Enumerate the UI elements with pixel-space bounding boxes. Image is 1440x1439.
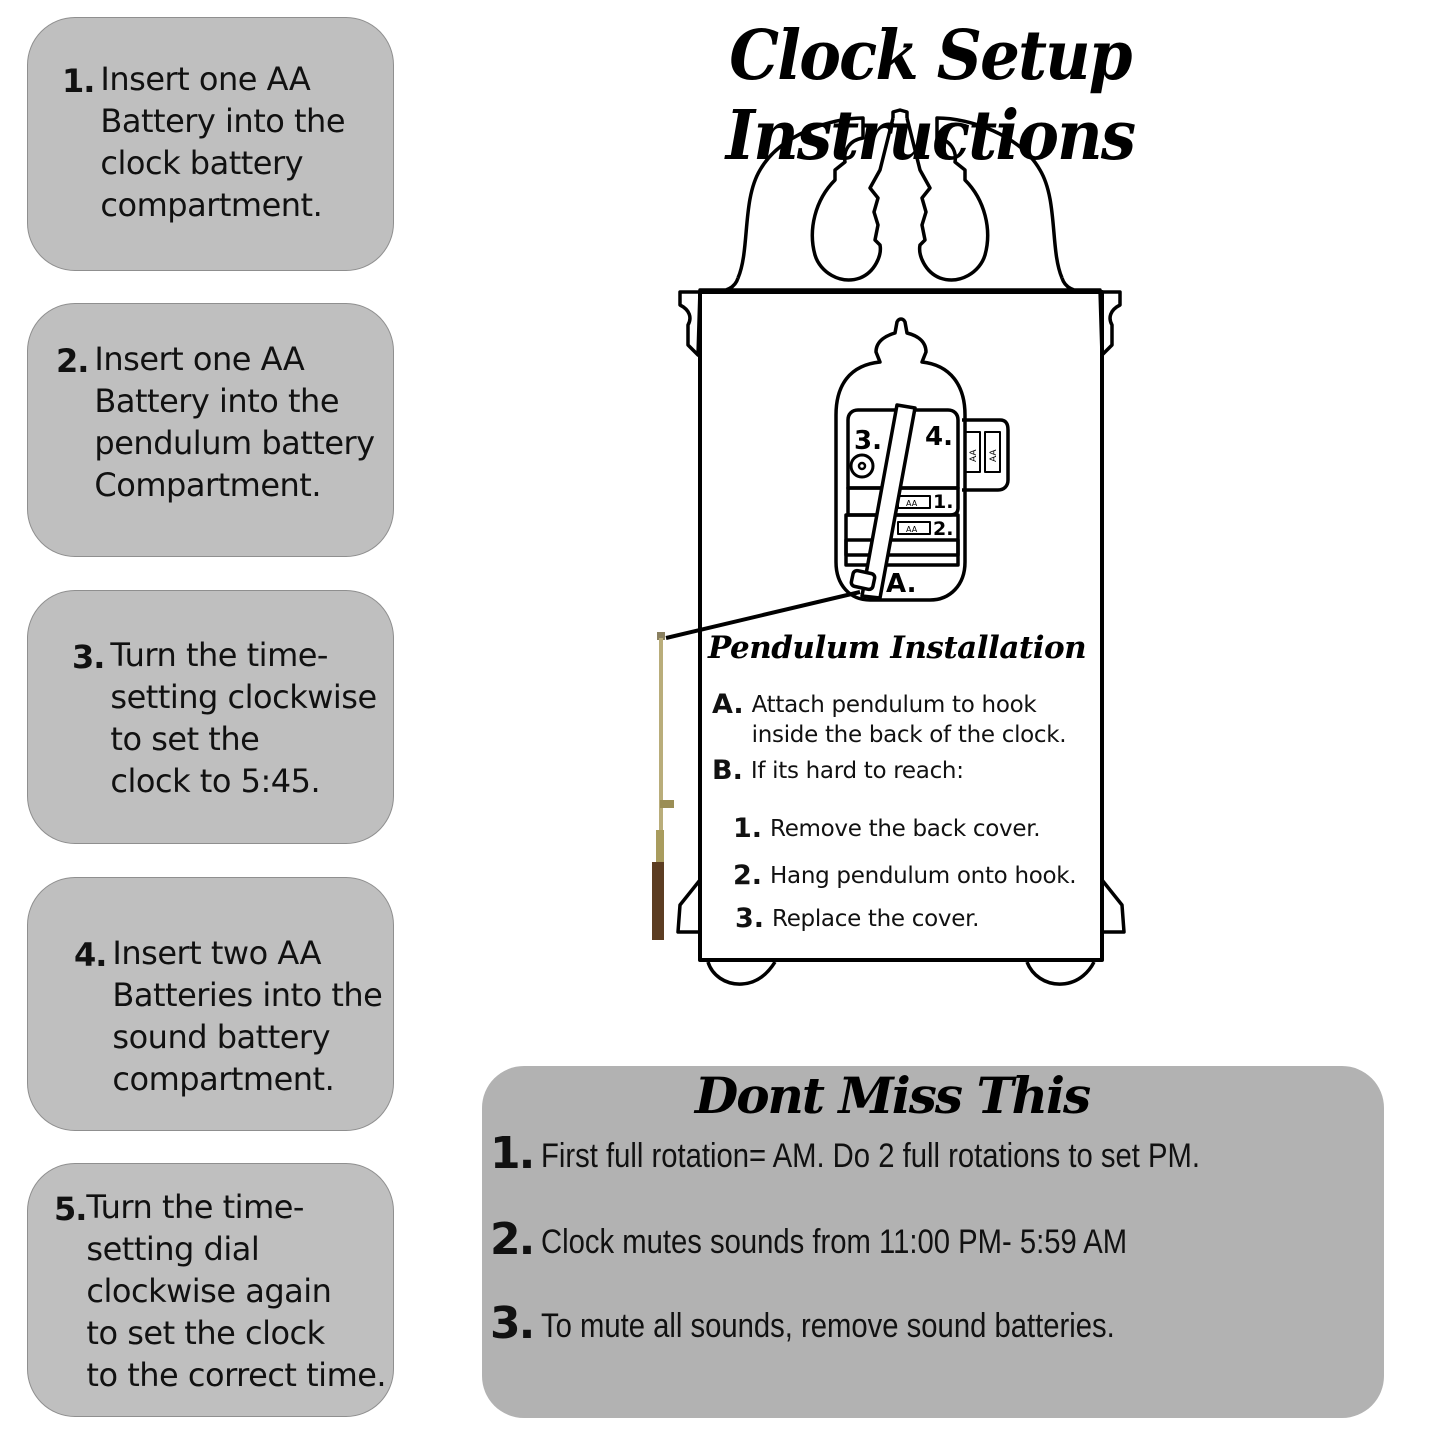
substep-text: Remove the back cover. bbox=[770, 816, 1041, 842]
battery-icon bbox=[964, 431, 981, 473]
step-card-4: 4. Insert two AA Batteries into the soun… bbox=[27, 877, 394, 1131]
battery-icon bbox=[984, 431, 1001, 473]
battery-label: AA bbox=[969, 449, 979, 462]
pendulum-step-letter: A. bbox=[712, 689, 744, 720]
dont-miss-panel: Dont Miss This 1. First full rotation= A… bbox=[482, 1066, 1384, 1418]
movement-housing bbox=[834, 317, 967, 602]
substep-text: Hang pendulum onto hook. bbox=[770, 863, 1077, 889]
pendulum-hook bbox=[849, 568, 877, 592]
clock-side-left bbox=[676, 878, 702, 934]
step-number: 1. bbox=[62, 62, 95, 100]
pendulum-step-a: A. Attach pendulum to hook inside the ba… bbox=[712, 689, 1067, 750]
step-number: 4. bbox=[74, 936, 107, 974]
step-card-5: 5. Turn the time- setting dial clockwise… bbox=[27, 1163, 394, 1417]
pendulum-step-text: If its hard to reach: bbox=[750, 758, 964, 784]
dont-miss-text: First full rotation= AM. Do 2 full rotat… bbox=[541, 1137, 1201, 1175]
pendulum-rod bbox=[652, 632, 674, 940]
pendulum-step-b: B. If its hard to reach: bbox=[712, 756, 964, 786]
pendulum-arm bbox=[860, 403, 917, 600]
clock-foot-right bbox=[1025, 961, 1096, 986]
time-setting-dial bbox=[849, 453, 875, 479]
step-number: 2. bbox=[56, 342, 89, 380]
label-a: A. bbox=[886, 569, 916, 599]
pendulum-substep: 3. Replace the cover. bbox=[735, 904, 979, 934]
label-1: 1. bbox=[933, 491, 953, 513]
clock-side-right bbox=[1100, 878, 1126, 934]
step-text: Turn the time- setting dial clockwise ag… bbox=[86, 1188, 387, 1394]
step-text: Insert two AA Batteries into the sound b… bbox=[112, 934, 383, 1098]
movement-top-panel bbox=[846, 408, 960, 490]
step-text: Insert one AA Battery into the clock bat… bbox=[100, 60, 346, 224]
clock-cornice bbox=[678, 277, 1122, 357]
substep-number: 3. bbox=[735, 903, 765, 934]
label-4: 4. bbox=[925, 422, 953, 452]
battery-icon bbox=[897, 521, 931, 535]
battery-label: AA bbox=[906, 499, 918, 508]
pendulum-step-text: Attach pendulum to hook inside the back … bbox=[751, 692, 1067, 748]
dont-miss-item: 2. Clock mutes sounds from 11:00 PM- 5:5… bbox=[490, 1218, 1223, 1262]
battery-label: AA bbox=[906, 525, 918, 534]
movement-lower-panel bbox=[844, 513, 960, 557]
dont-miss-number: 3. bbox=[490, 1298, 535, 1349]
step-card-3: 3. Turn the time- setting clockwise to s… bbox=[27, 590, 394, 844]
substep-text: Replace the cover. bbox=[772, 906, 980, 932]
dont-miss-title: Dont Miss This bbox=[694, 1066, 1091, 1125]
pendulum-section-title: Pendulum Installation bbox=[708, 630, 1087, 666]
pendulum-substep: 2. Hang pendulum onto hook. bbox=[733, 860, 1077, 891]
dont-miss-item: 3. To mute all sounds, remove sound batt… bbox=[490, 1302, 1208, 1346]
dont-miss-item: 1. First full rotation= AM. Do 2 full ro… bbox=[490, 1132, 1308, 1176]
step-number: 3. bbox=[72, 638, 105, 676]
label-3: 3. bbox=[854, 426, 882, 456]
substep-number: 1. bbox=[733, 813, 763, 844]
step-card-1: 1. Insert one AA Battery into the clock … bbox=[27, 17, 394, 271]
clock-finial bbox=[891, 108, 909, 118]
dont-miss-number: 1. bbox=[490, 1128, 535, 1179]
step-text: Turn the time- setting clockwise to set … bbox=[110, 636, 377, 800]
substep-number: 2. bbox=[733, 860, 763, 891]
step-number: 5. bbox=[54, 1190, 87, 1228]
dont-miss-text: Clock mutes sounds from 11:00 PM- 5:59 A… bbox=[541, 1223, 1128, 1261]
clock-foot-left bbox=[706, 961, 777, 986]
time-setting-dial-center bbox=[857, 461, 867, 471]
step-card-2: 2. Insert one AA Battery into the pendul… bbox=[27, 303, 394, 557]
movement-bottom-panel bbox=[844, 538, 960, 567]
pendulum-substep: 1. Remove the back cover. bbox=[733, 813, 1041, 844]
battery-label: AA bbox=[989, 449, 999, 462]
step-text: Insert one AA Battery into the pendulum … bbox=[94, 340, 375, 504]
pendulum-step-letter: B. bbox=[712, 755, 743, 786]
sound-battery-box bbox=[962, 418, 1010, 492]
pendulum-leader-line bbox=[665, 590, 861, 640]
label-2: 2. bbox=[933, 518, 953, 540]
clock-body bbox=[698, 290, 1104, 962]
clock-crown-right bbox=[905, 116, 1064, 282]
dont-miss-text: To mute all sounds, remove sound batteri… bbox=[541, 1307, 1116, 1345]
dont-miss-number: 2. bbox=[490, 1214, 535, 1265]
clock-crown-left bbox=[736, 116, 895, 282]
